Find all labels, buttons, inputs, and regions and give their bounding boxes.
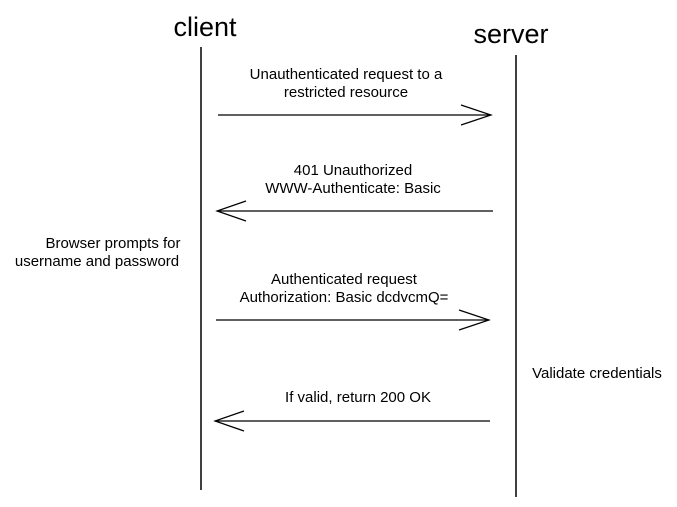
message-1-label-line-1: Unauthenticated request to a <box>250 66 443 83</box>
message-1-label-line-2: restricted resource <box>284 84 408 101</box>
message-3-label-line-2: Authorization: Basic dcdvcmQ= <box>240 289 449 306</box>
client-note-line-2: username and password <box>15 253 179 270</box>
server-actor-label: server <box>473 19 548 49</box>
message-4-label: If valid, return 200 OK <box>285 389 431 406</box>
server-note: Validate credentials <box>532 365 662 382</box>
client-note-line-1: Browser prompts for <box>45 235 180 252</box>
message-3-arrow <box>216 309 491 331</box>
client-actor-label: client <box>173 12 237 42</box>
message-4-arrow <box>213 410 490 432</box>
message-1-arrow <box>218 104 493 126</box>
message-3-label-line-1: Authenticated request <box>271 271 418 288</box>
message-2-label-line-1: 401 Unauthorized <box>294 162 412 179</box>
message-2-arrow <box>215 200 493 222</box>
message-2-label-line-2: WWW-Authenticate: Basic <box>265 180 441 197</box>
